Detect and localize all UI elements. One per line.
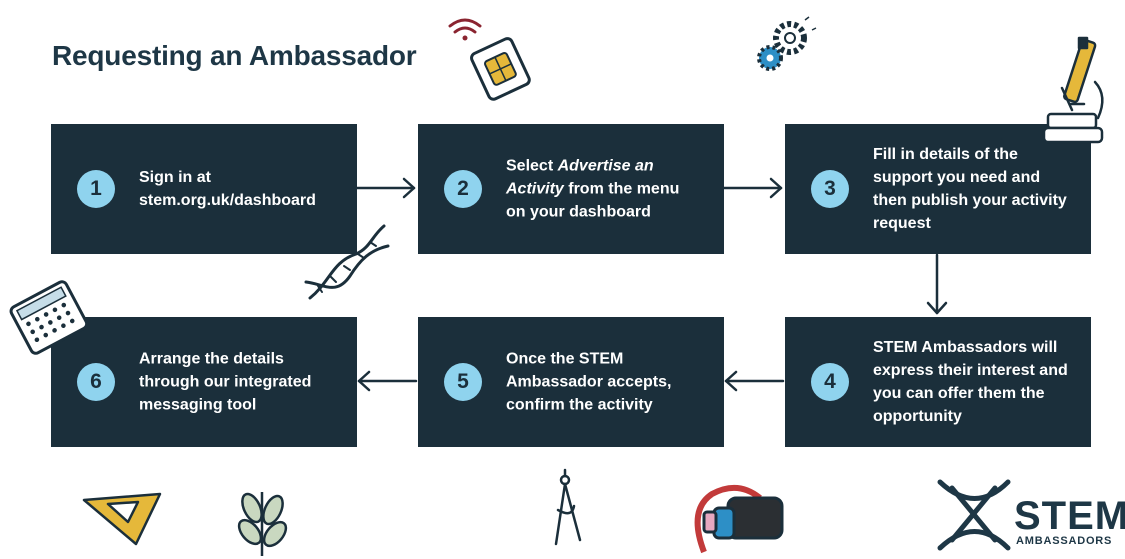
step-5-text: Once the STEM Ambassador accepts, confir… [506,350,672,414]
step-1-box: 1 Sign in at stem.org.uk/dashboard [51,124,357,254]
page-title: Requesting an Ambassador [52,40,417,71]
step-4-text: STEM Ambassadors will express their inte… [873,339,1068,425]
microscope-icon [1042,36,1104,144]
dna-icon [304,224,390,300]
gears-icon [757,16,817,71]
step-3-text: Fill in details of the support you need … [873,146,1067,232]
wifi-icon [448,18,482,41]
leaf-icon [237,492,288,556]
step-6-text: Arrange the details through our integrat… [139,350,312,414]
arrow-3-to-4 [926,253,948,315]
logo-subtitle: AMBASSADORS [1016,535,1113,547]
set-square-icon [82,492,162,546]
stem-logo-icon [937,479,1011,551]
calculator-icon [9,280,89,355]
logo-wordmark: STEM [1014,494,1125,538]
step-3-box: 3 Fill in details of the support you nee… [785,124,1091,254]
step-2-badge: 2 [444,170,482,208]
compass-icon [554,468,582,546]
step-5-box: 5 Once the STEM Ambassador accepts, conf… [418,317,724,447]
step-1-text: Sign in at stem.org.uk/dashboard [139,169,316,209]
sim-card-icon [470,37,531,101]
step-2-box: 2 Select Advertise an Activity from the … [418,124,724,254]
arrow-1-to-2 [355,177,416,199]
step-6-box: 6 Arrange the details through our integr… [51,317,357,447]
step-4-box: 4 STEM Ambassadors will express their in… [785,317,1091,447]
arrow-2-to-3 [722,177,783,199]
vr-headset-icon [694,485,784,554]
step-5-badge: 5 [444,363,482,401]
arrow-4-to-5 [724,370,785,392]
step-3-badge: 3 [811,170,849,208]
step-4-badge: 4 [811,363,849,401]
step-1-badge: 1 [77,170,115,208]
step-6-badge: 6 [77,363,115,401]
step-2-text: Select Advertise an Activity from the me… [506,157,680,221]
arrow-5-to-6 [357,370,418,392]
